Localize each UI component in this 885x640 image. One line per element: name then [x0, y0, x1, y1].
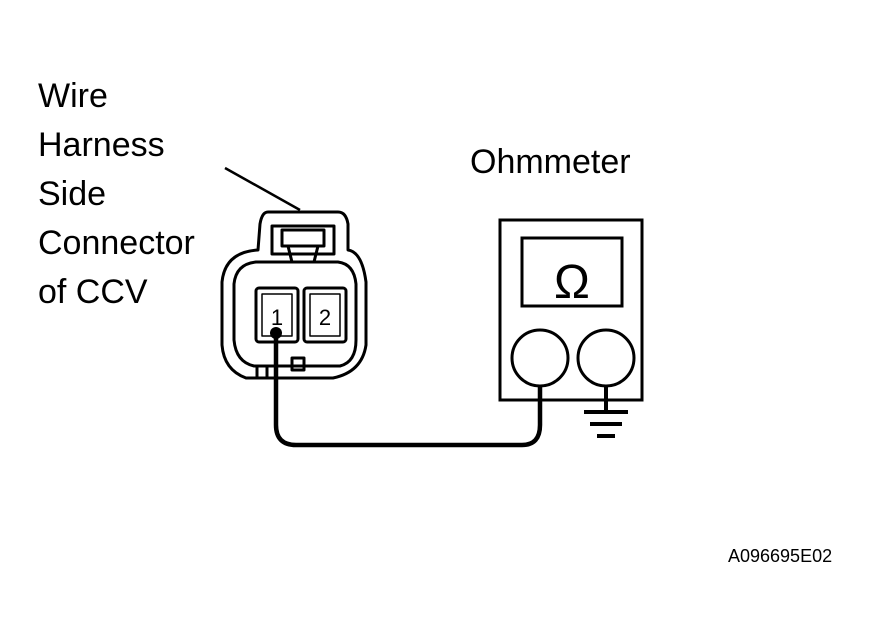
ohmmeter-terminal-left [510, 328, 570, 388]
connector-label-line-1: Wire [38, 77, 108, 115]
connector-label-line-3: Side [38, 175, 107, 213]
ohmmeter-terminal-right [576, 328, 636, 388]
pin-label-2: 2 [319, 305, 331, 330]
test-lead-wire [273, 333, 543, 448]
connector-latch-tab [280, 228, 326, 248]
ohmmeter-label: Ohmmeter [470, 143, 631, 181]
ohmmeter-body [498, 218, 644, 402]
connector-label: Wire Harness Side Connector of CCV [38, 72, 195, 317]
connector-outer-housing [220, 210, 368, 380]
leader-line [224, 166, 301, 212]
connector-label-line-5: of CCV [38, 273, 148, 311]
ohm-symbol: Ω [554, 256, 590, 309]
connector-label-line-2: Harness [38, 126, 165, 164]
ohmmeter-display [520, 236, 624, 308]
connector-latch [270, 224, 336, 256]
connector-key-right [290, 356, 306, 372]
ohmmeter [498, 218, 644, 402]
ground-symbol [584, 386, 628, 438]
pin-cavity-2 [302, 286, 348, 344]
connector-label-line-4: Connector [38, 224, 195, 262]
connector-key-left [255, 364, 269, 380]
connector-inner-housing [232, 260, 358, 368]
figure-code: A096695E02 [728, 546, 833, 566]
pin-label-1: 1 [271, 305, 283, 330]
ccv-connector [220, 210, 368, 380]
